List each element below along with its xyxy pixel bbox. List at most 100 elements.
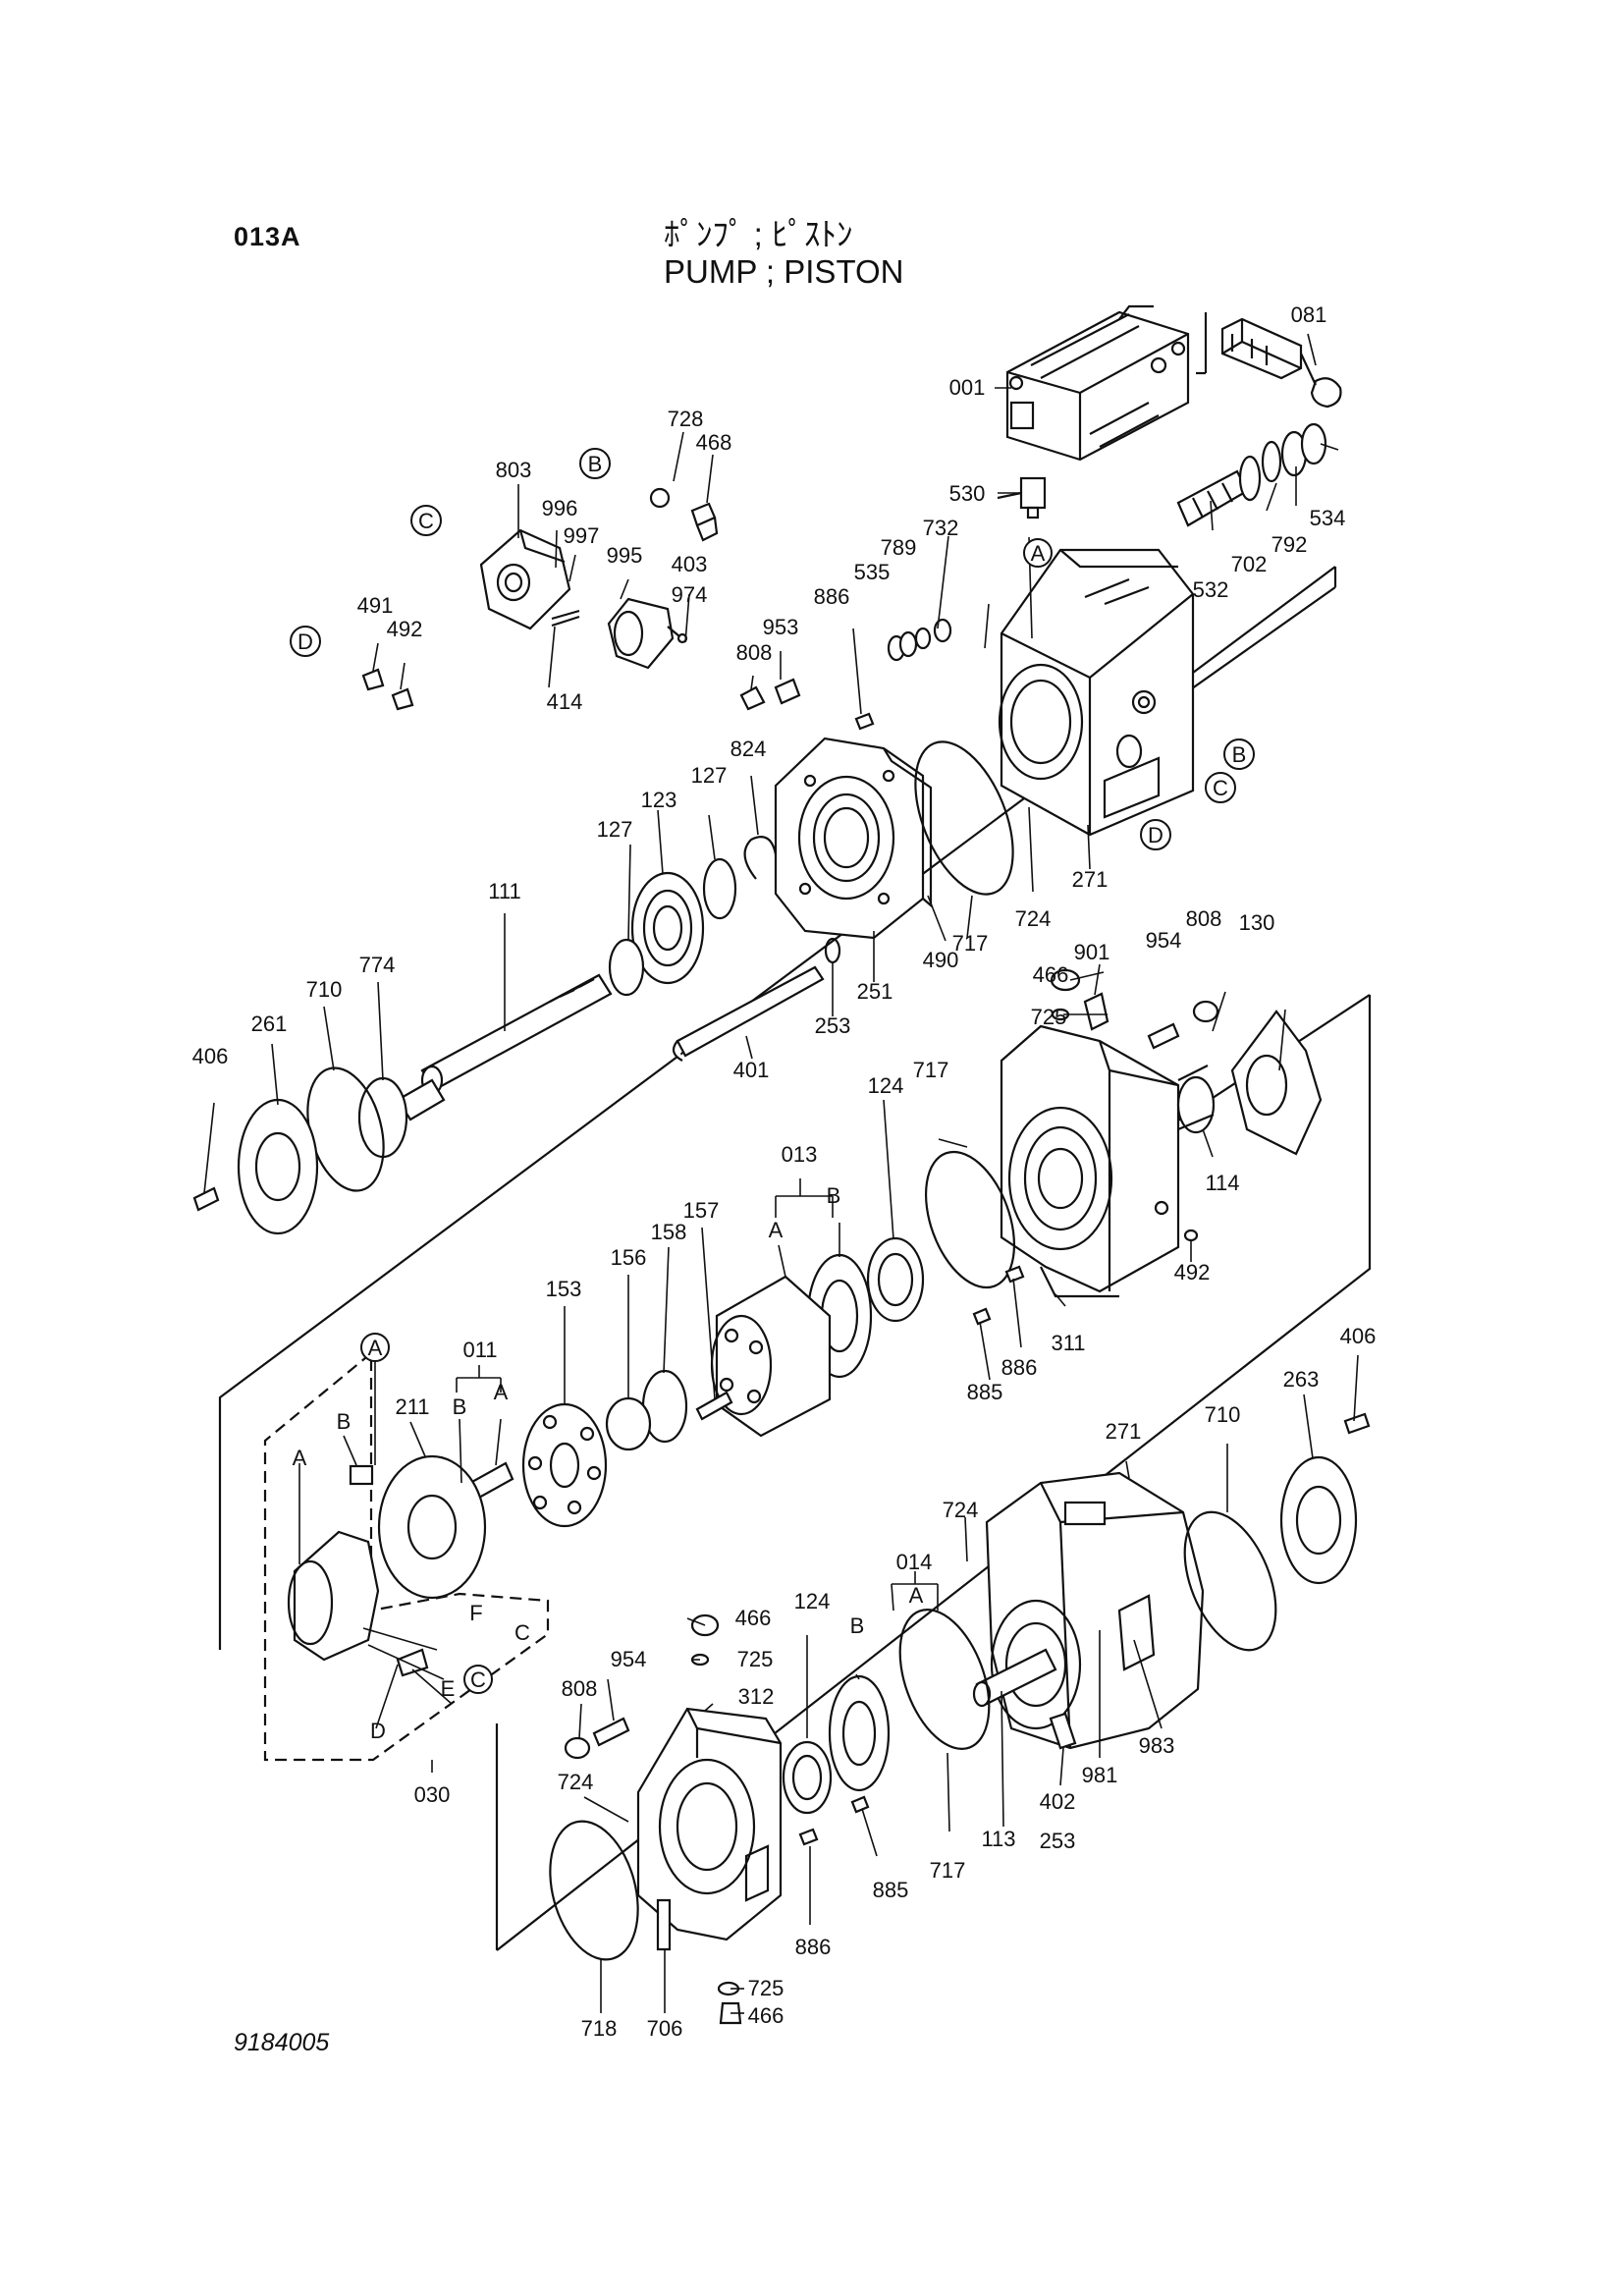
part-label: B [337,1409,352,1434]
flange-803 [479,528,571,630]
part-label: 406 [1340,1324,1377,1348]
bolt-406-lower [1343,1412,1371,1435]
part-label: 718 [581,2016,618,2041]
plug-468 [690,502,719,542]
part-label: 156 [611,1245,647,1270]
cover-263 [1279,1455,1358,1585]
diagram-artwork [192,304,1372,2025]
part-label: 886 [1001,1355,1038,1380]
shaft-111 [396,973,613,1121]
bolt-406-upper [192,1186,220,1212]
part-label: 824 [730,737,767,761]
marker-A: A [1031,541,1046,566]
part-label: 130 [1239,910,1275,935]
title-english: PUMP ; PISTON [664,253,904,290]
part-label: 406 [192,1044,229,1068]
bolt-402 [1049,1712,1077,1750]
oring-710-lower [1183,1510,1277,1652]
oring-728 [649,487,671,509]
part-label: 011 [462,1338,497,1362]
part-label: 468 [696,430,732,455]
part-label: 725 [737,1647,774,1671]
part-label: A [293,1446,307,1470]
pin-886-upper [854,712,875,731]
reference-markers: B C D A B C D A C [290,448,1255,1694]
part-label: 710 [1205,1402,1241,1427]
part-label: 211 [395,1394,429,1419]
gear-130 [1230,1010,1323,1156]
part-label: 725 [1031,1005,1067,1029]
part-label: 153 [546,1277,582,1301]
ring-127-inner [702,857,737,920]
part-label: 710 [306,977,343,1002]
part-label: 403 [672,552,708,576]
part-label: 253 [1040,1829,1076,1853]
part-label: 974 [672,582,708,607]
solenoid-995 [607,597,688,670]
pin-706 [656,1898,672,1951]
part-label: 728 [668,407,704,431]
oring-725-mid [690,1653,710,1667]
pin-886-mid [1004,1265,1025,1284]
part-label: 124 [794,1589,831,1613]
part-label: 127 [691,763,728,788]
marker-B: B [588,452,603,476]
pin-885-lower [850,1795,870,1814]
part-label: 789 [881,535,917,560]
part-labels: 081 001 728 468 803 996 997 995 403 974 … [192,302,1377,2041]
leader-lines [203,333,1359,2014]
valve-530 [997,476,1047,519]
part-label: 081 [1291,302,1327,327]
part-label: 491 [357,593,394,618]
part-label: 792 [1271,532,1308,557]
part-label: 803 [496,458,532,482]
bolt-414 [551,609,580,628]
part-label: 808 [562,1676,598,1701]
part-label: B [453,1394,467,1419]
plug-492-mid [1183,1229,1199,1242]
spring-157 [695,1391,733,1421]
plug-532-set [1176,422,1327,527]
part-label: 001 [949,375,986,400]
part-label: A [909,1583,924,1608]
bolt-401 [672,965,825,1062]
part-label: 886 [795,1935,832,1959]
part-label: 954 [611,1647,647,1671]
part-label: 886 [814,584,850,609]
part-label: 014 [896,1550,933,1574]
part-label: 492 [387,617,423,641]
part-label: 123 [641,788,677,812]
part-label: 127 [597,817,633,842]
housing-271-lower [985,1471,1205,1750]
part-label: 271 [1072,867,1109,892]
part-label: 253 [815,1013,851,1038]
part-label: 996 [542,496,578,520]
part-label: D [370,1719,386,1743]
housing-312 [636,1707,783,1941]
pin-885-mid [972,1307,992,1326]
cover-251 [774,737,933,940]
regulator-001 [1005,304,1190,462]
bearing-123 [630,871,705,985]
part-label: 030 [414,1782,451,1807]
part-label: 401 [733,1058,770,1082]
part-label: E [441,1676,456,1701]
plug-492 [391,687,414,711]
part-label: 532 [1193,577,1229,602]
marker-B: B [1232,742,1247,767]
fitting-901 [1083,992,1109,1031]
shaft-113 [972,1648,1057,1708]
part-label: 702 [1231,552,1268,576]
part-label: 774 [359,953,396,977]
part-label: B [827,1183,841,1208]
part-label: 158 [651,1220,687,1244]
valve-plate-014 [828,1674,891,1792]
swash-plate-030 [287,1464,429,1677]
part-label: 530 [949,481,986,506]
marker-D: D [298,629,313,654]
oring-717-lower [898,1609,991,1750]
part-label: 271 [1106,1419,1142,1444]
part-label: 251 [857,979,893,1004]
plate-153 [521,1402,608,1528]
part-label: 901 [1074,940,1110,964]
